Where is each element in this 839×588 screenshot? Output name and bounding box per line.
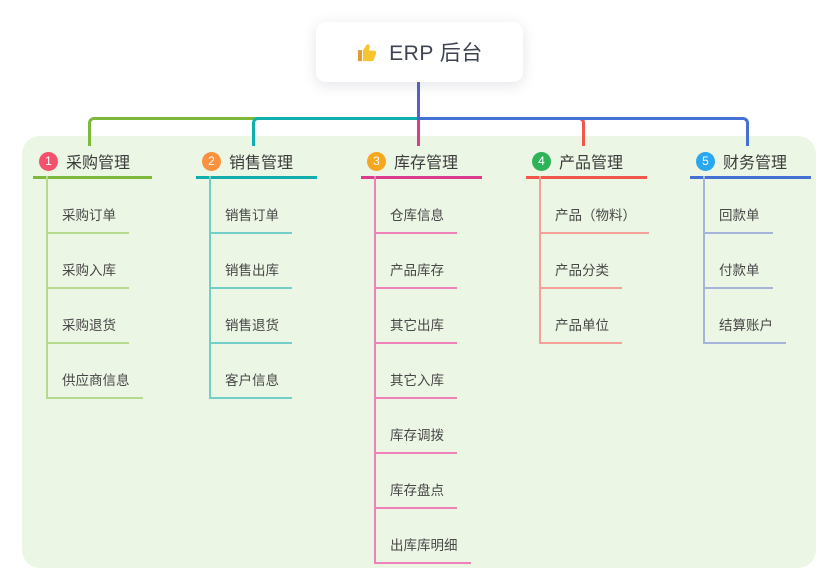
child-node[interactable]: 采购退货 [46,314,129,344]
branch-node-5[interactable]: 5 财务管理 [690,146,811,179]
mindmap-background-panel [22,136,816,568]
branch-label: 销售管理 [229,155,294,172]
branch-node-1[interactable]: 1 采购管理 [33,146,152,179]
branch-connector-3 [417,119,420,146]
root-stem [417,82,420,120]
thumbs-up-icon [356,41,379,64]
child-node[interactable]: 出库库明细 [374,534,471,564]
branch-node-2[interactable]: 2 销售管理 [196,146,317,179]
branch-label: 采购管理 [66,155,131,172]
child-node[interactable]: 客户信息 [209,369,292,399]
child-node[interactable]: 产品库存 [374,259,457,289]
branch-label: 产品管理 [559,155,624,172]
child-node[interactable]: 销售订单 [209,204,292,234]
child-node[interactable]: 结算账户 [703,314,786,344]
child-node[interactable]: 采购入库 [46,259,129,289]
branch-label: 库存管理 [394,155,459,172]
child-node[interactable]: 供应商信息 [46,369,143,399]
root-node[interactable]: ERP 后台 [316,22,523,82]
child-node[interactable]: 付款单 [703,259,773,289]
child-node[interactable]: 销售出库 [209,259,292,289]
branch-node-3[interactable]: 3 库存管理 [361,146,482,179]
branch-children-spine [539,176,541,344]
root-node-label: ERP 后台 [389,42,483,65]
branch-number-badge: 5 [696,151,715,171]
branch-label: 财务管理 [723,155,788,172]
branch-number-badge: 1 [39,151,58,171]
child-node[interactable]: 其它出库 [374,314,457,344]
child-node[interactable]: 仓库信息 [374,204,457,234]
branch-number-badge: 4 [532,151,551,171]
child-node[interactable]: 回款单 [703,204,773,234]
child-node[interactable]: 销售退货 [209,314,292,344]
branch-node-4[interactable]: 4 产品管理 [526,146,647,179]
child-node[interactable]: 其它入库 [374,369,457,399]
branch-children-spine [374,176,376,564]
child-node[interactable]: 产品分类 [539,259,622,289]
branch-children-spine [703,176,705,344]
branch-connector-2 [252,117,417,146]
branch-number-badge: 3 [367,151,386,171]
child-node[interactable]: 库存盘点 [374,479,457,509]
child-node[interactable]: 采购订单 [46,204,129,234]
child-node[interactable]: 产品（物料） [539,204,649,234]
branch-number-badge: 2 [202,151,221,171]
branch-connector-5 [417,117,749,146]
child-node[interactable]: 库存调拨 [374,424,457,454]
child-node[interactable]: 产品单位 [539,314,622,344]
